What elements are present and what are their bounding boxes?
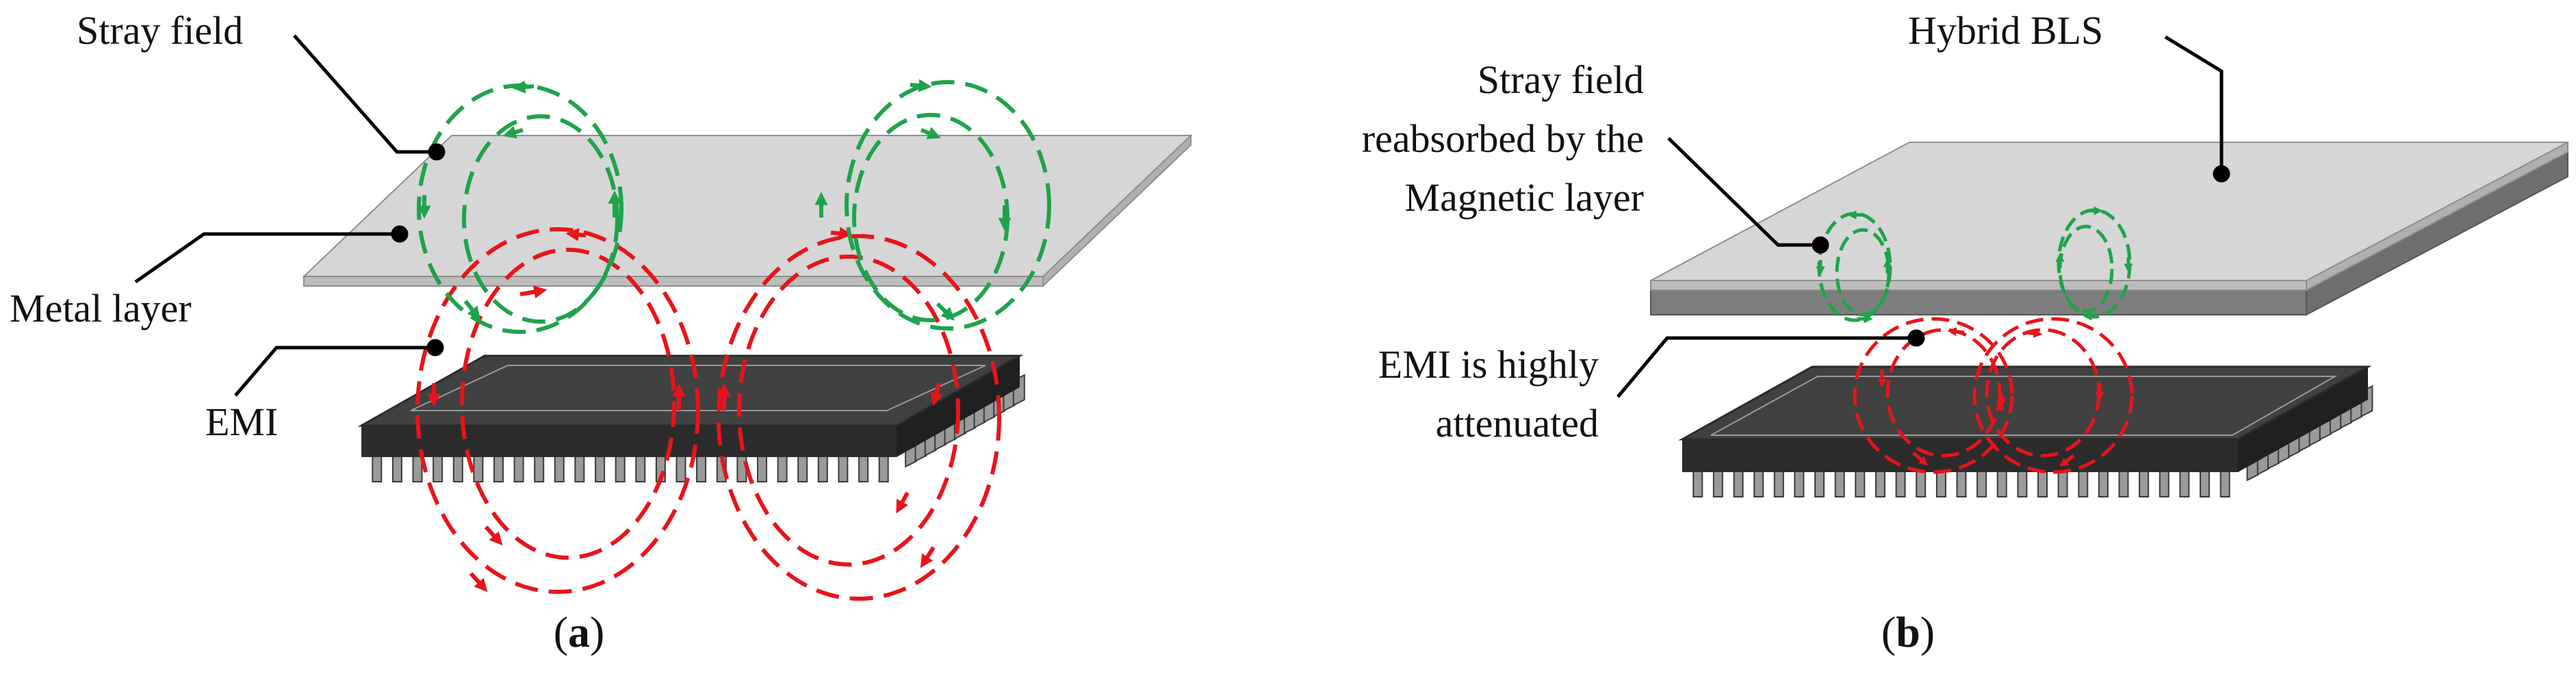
emi-loop-a2-inner bbox=[737, 255, 960, 567]
emi-arrow-a2 bbox=[519, 285, 548, 299]
label-metal-layer-a: Metal layer bbox=[10, 286, 192, 330]
chip-b-side-face bbox=[2238, 367, 2368, 472]
stray-loop-a2-outer bbox=[845, 80, 1051, 330]
emi-loop-b1-outer bbox=[1853, 317, 2014, 474]
stray-arrow-a6 bbox=[910, 79, 932, 92]
stray-loop-b2-inner bbox=[2058, 224, 2114, 313]
caption-a-letter: a bbox=[568, 608, 590, 656]
emi-arrow-b5 bbox=[2025, 328, 2043, 338]
leader-metal-layer-a-dot bbox=[391, 225, 409, 243]
leader-stray-reabsorbed bbox=[1667, 137, 1820, 247]
caption-b-open: ( bbox=[1881, 608, 1896, 656]
leader-emi-a-dot bbox=[426, 339, 444, 357]
caption-b-letter: b bbox=[1896, 608, 1920, 656]
label-emi-attenuated-line1: EMI is highly bbox=[1378, 342, 1599, 387]
chip-a-top-inset bbox=[410, 365, 986, 411]
emi-arrow-a9 bbox=[896, 491, 910, 514]
stray-arrow-a1 bbox=[512, 80, 534, 94]
label-emi-a: EMI bbox=[205, 400, 278, 444]
stray-loop-a1-inner bbox=[462, 114, 619, 324]
leader-emi-a bbox=[234, 346, 435, 397]
label-stray-reabsorbed-line1: Stray field bbox=[1478, 57, 1644, 102]
stray-arrows-b bbox=[1816, 206, 2133, 324]
emi-loop-b2-outer bbox=[1972, 317, 2134, 474]
metal-layer-a-front-edge bbox=[303, 276, 1044, 287]
emi-arrow-a10 bbox=[920, 546, 936, 569]
metal-layer-b-top bbox=[1650, 142, 2568, 281]
stray-arrow-a7 bbox=[920, 127, 941, 140]
emi-arrow-a5 bbox=[469, 571, 488, 593]
emi-loop-a2-outer bbox=[717, 234, 1001, 601]
label-emi-attenuated-line2: attenuated bbox=[1436, 401, 1599, 445]
caption-a: (a) bbox=[554, 608, 605, 656]
leader-hybrid-bls-dot bbox=[2213, 165, 2230, 183]
panel-a: Stray field Metal layer EMI (a) bbox=[10, 8, 1193, 656]
caption-a-open: ( bbox=[554, 608, 568, 656]
emi-arrows-b bbox=[1877, 327, 2104, 467]
chip-b bbox=[1678, 365, 2373, 497]
emi-field-a bbox=[415, 227, 1001, 601]
chip-b-front-face bbox=[1682, 439, 2238, 472]
stray-arrow-a2 bbox=[502, 126, 524, 139]
emi-loop-a1-inner bbox=[460, 248, 676, 560]
leaders-b bbox=[1617, 35, 2230, 398]
leader-emi-attenuated bbox=[1617, 336, 1916, 398]
emi-arrow-b3 bbox=[1912, 452, 1928, 466]
caption-b: (b) bbox=[1881, 608, 1935, 656]
leader-stray-field-a bbox=[293, 34, 437, 154]
stray-loop-a2-inner bbox=[852, 113, 1009, 322]
leader-hybrid-bls bbox=[2164, 35, 2224, 174]
panel-b: Hybrid BLS Stray field reabsorbed by the… bbox=[1362, 8, 2568, 656]
label-stray-field-a: Stray field bbox=[77, 8, 243, 53]
label-hybrid-bls: Hybrid BLS bbox=[1908, 8, 2103, 53]
stray-arrows-a bbox=[417, 79, 1012, 321]
caption-a-close: ) bbox=[590, 608, 604, 656]
chip-b-top-inset bbox=[1710, 376, 2338, 436]
magnetic-layer-front bbox=[1650, 289, 2307, 315]
metal-layer-b-front-edge bbox=[1650, 280, 2307, 291]
stray-arrow-a10 bbox=[936, 302, 955, 321]
leader-stray-field-a-dot bbox=[428, 143, 446, 161]
emi-arrow-b7 bbox=[2059, 454, 2075, 467]
stray-arrow-a5 bbox=[463, 300, 480, 320]
leaders-a bbox=[134, 34, 446, 397]
leader-emi-attenuated-dot bbox=[1907, 329, 1925, 347]
emi-arrow-a8 bbox=[830, 226, 853, 240]
emi-loop-a1-outer bbox=[415, 227, 700, 594]
chip-a-front-face bbox=[361, 426, 897, 457]
emi-arrow-a4 bbox=[484, 525, 503, 546]
emi-arrows-a bbox=[427, 226, 943, 593]
caption-b-close: ) bbox=[1920, 608, 1935, 656]
chip-b-front-pins bbox=[1692, 466, 2230, 497]
emi-arrow-b2 bbox=[1947, 327, 1965, 337]
label-stray-reabsorbed-line2: reabsorbed by the bbox=[1362, 116, 1644, 161]
leader-stray-reabsorbed-dot bbox=[1812, 236, 1829, 254]
emi-arrow-a11 bbox=[930, 383, 943, 406]
chip-b-top bbox=[1678, 365, 2372, 441]
label-stray-reabsorbed-line3: Magnetic layer bbox=[1405, 175, 1644, 220]
leader-metal-layer-a bbox=[134, 232, 400, 284]
hybrid-bls bbox=[1650, 141, 2568, 316]
emi-arrow-a1 bbox=[565, 228, 587, 242]
